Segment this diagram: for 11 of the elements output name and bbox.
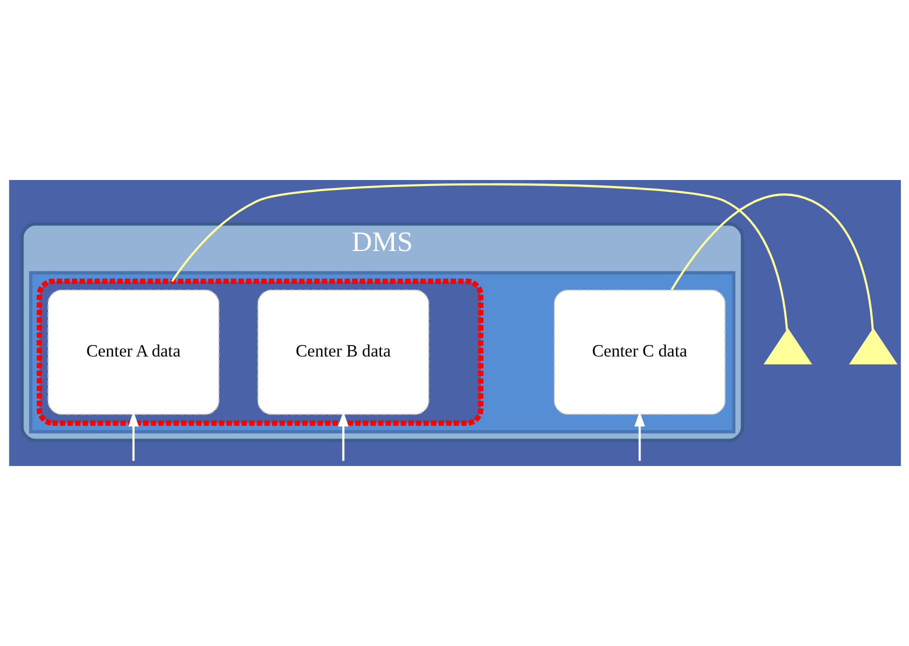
cluster [28,271,735,434]
node-callout [848,328,898,364]
node-box: Center C data [553,289,726,415]
arrow [128,411,138,461]
node-box: Center A data [47,289,219,415]
node-callout [763,328,812,364]
node-box: Center B data [256,289,429,415]
arrow [338,411,348,461]
arrow [634,411,644,461]
connector [170,183,788,330]
connector [670,193,874,330]
